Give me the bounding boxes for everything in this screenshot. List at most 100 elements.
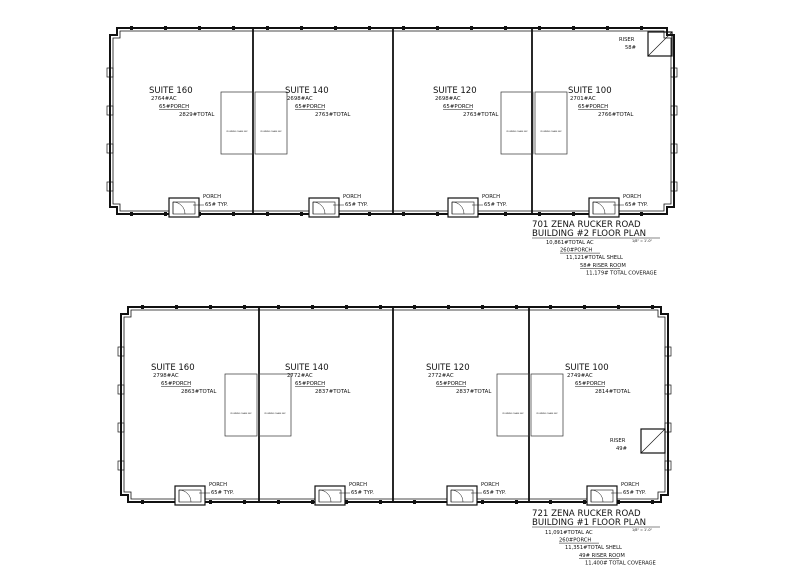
riser-door <box>640 428 666 454</box>
wall-jog <box>106 181 114 192</box>
door-swing <box>451 201 465 215</box>
riser-label: RISER <box>610 438 626 444</box>
riser-area: 58# <box>625 45 636 51</box>
exterior-wall-inner <box>123 309 666 500</box>
suite-porch-area: 65#PORCH <box>295 381 325 387</box>
wall-pilaster <box>504 212 507 216</box>
wall-pilaster <box>481 305 484 309</box>
wall-pilaster <box>379 305 382 309</box>
wall-jog <box>106 143 114 154</box>
porch-label: PORCH <box>621 482 639 488</box>
porch-label: PORCH <box>209 482 227 488</box>
suite-name: SUITE 160 <box>151 363 195 373</box>
plumbing-chase-box <box>530 373 564 437</box>
suite-porch-area: 65#PORCH <box>443 104 473 110</box>
suite-name: SUITE 120 <box>426 363 470 373</box>
plan-address: 701 ZENA RUCKER ROAD <box>532 220 641 230</box>
area-summary-line: 260#PORCH <box>560 248 592 254</box>
wall-pilaster <box>436 26 439 30</box>
suite-porch-area: 65#PORCH <box>575 381 605 387</box>
suite-porch-area: 65#PORCH <box>578 104 608 110</box>
porch: PORCH 65# TYP. <box>308 194 368 218</box>
porch-area-label: 65# TYP. <box>484 202 507 208</box>
suite-name: SUITE 160 <box>149 86 193 96</box>
wall-jog <box>670 181 678 192</box>
area-summary-line: 49# RISER ROOM <box>579 553 625 559</box>
riser-room-box <box>647 31 673 57</box>
wall-pilaster <box>277 305 280 309</box>
wall-pilaster <box>368 212 371 216</box>
wall-pilaster <box>606 26 609 30</box>
suite-total-area: 2863#TOTAL <box>181 389 216 395</box>
area-summary-line: 260#PORCH <box>559 538 591 544</box>
wall-pilaster <box>617 305 620 309</box>
porch-label: PORCH <box>481 482 499 488</box>
wall-pilaster <box>436 212 439 216</box>
plumbing-chase-label: PLUMBING CHASE SEP <box>264 412 286 415</box>
door-swing <box>312 201 326 215</box>
wall-pilaster <box>572 26 575 30</box>
wall-pilaster <box>141 305 144 309</box>
porch-area-label: 65# TYP. <box>345 202 368 208</box>
plan-address: 721 ZENA RUCKER ROAD <box>532 509 641 519</box>
wall-pilaster <box>311 305 314 309</box>
suite-ac-area: 2698#AC <box>287 96 313 102</box>
porch-label: PORCH <box>203 194 221 200</box>
porch-alcove <box>168 197 200 218</box>
wall-jog <box>670 105 678 116</box>
wall-pilaster <box>413 500 416 504</box>
plumbing-chase-box <box>496 373 530 437</box>
plan-title: BUILDING #2 FLOOR PLAN <box>532 229 646 239</box>
plumbing-chase-box <box>220 91 254 155</box>
suite-name: SUITE 100 <box>565 363 609 373</box>
exterior-wall <box>120 306 669 503</box>
porch-label: PORCH <box>343 194 361 200</box>
plumbing-chase-label: PLUMBING CHASE SEP <box>540 130 562 133</box>
riser-door <box>647 31 673 57</box>
wall-pilaster <box>368 26 371 30</box>
plumbing-chase-box <box>534 91 568 155</box>
area-summary-line: 11,400# TOTAL COVERAGE <box>585 560 656 566</box>
suite-name: SUITE 140 <box>285 86 329 96</box>
porch-alcove <box>174 485 206 506</box>
door-swing <box>178 489 192 503</box>
wall-pilaster <box>334 26 337 30</box>
porch-alcove <box>314 485 346 506</box>
exterior-wall <box>109 27 675 215</box>
wall-pilaster <box>504 26 507 30</box>
suite-ac-area: 2772#AC <box>287 373 313 379</box>
wall-pilaster <box>549 500 552 504</box>
suite-porch-area: 65#PORCH <box>295 104 325 110</box>
suite-total-area: 2837#TOTAL <box>456 389 491 395</box>
wall-jog <box>106 105 114 116</box>
suite-ac-area: 2764#AC <box>151 96 177 102</box>
wall-pilaster <box>232 212 235 216</box>
door-swing <box>318 489 332 503</box>
plumbing-chase-label: PLUMBING CHASE SEP <box>536 412 558 415</box>
wall-pilaster <box>402 212 405 216</box>
wall-pilaster <box>311 500 314 504</box>
suite-total-area: 2829#TOTAL <box>179 112 214 118</box>
plumbing-chase-label: PLUMBING CHASE SEP <box>226 130 248 133</box>
suite-name: SUITE 120 <box>433 86 477 96</box>
area-summary-line: 11,121#TOTAL SHELL <box>566 255 623 261</box>
plan-title: BUILDING #1 FLOOR PLAN <box>532 518 646 528</box>
porch-area-label: 65# TYP. <box>625 202 648 208</box>
wall-jog <box>664 384 672 395</box>
door-swing <box>590 489 604 503</box>
wall-pilaster <box>379 500 382 504</box>
wall-pilaster <box>481 500 484 504</box>
wall-pilaster <box>572 212 575 216</box>
wall-pilaster <box>209 500 212 504</box>
wall-pilaster <box>300 212 303 216</box>
